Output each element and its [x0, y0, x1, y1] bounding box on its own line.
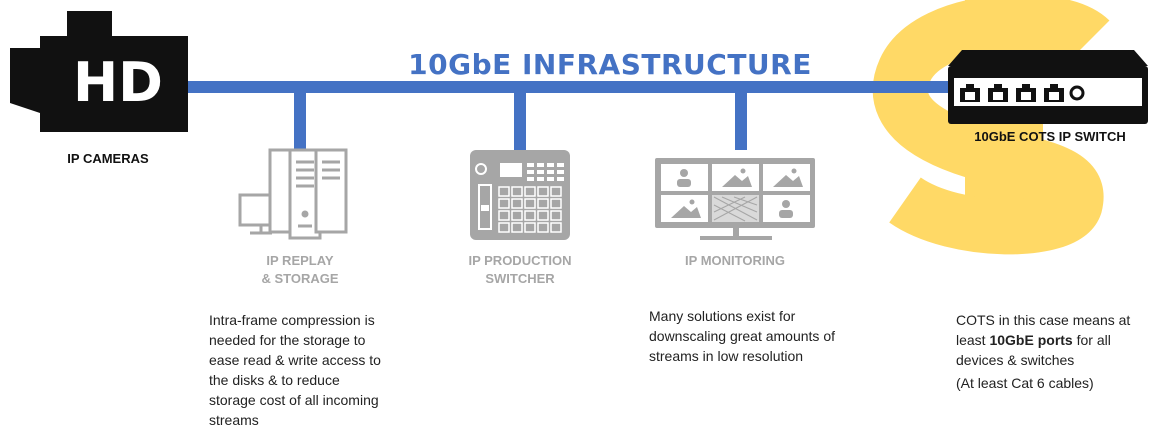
drop-line-replay: [294, 87, 306, 150]
device-label-replay-line1: IP REPLAY: [266, 253, 334, 268]
device-label-switcher-line2: SWITCHER: [485, 271, 555, 286]
infrastructure-title: 10GbE INFRASTRUCTURE: [408, 48, 812, 81]
cots-note-text-post: for all devices & switches: [956, 332, 1111, 368]
ip-switch-icon: [948, 50, 1148, 124]
network-backbone-line: [185, 81, 950, 93]
hd-text: HD: [73, 51, 163, 114]
hd-camera-icon: HD: [10, 11, 188, 132]
replay-note: Intra-frame compression is needed for th…: [209, 312, 381, 428]
drop-line-switcher: [514, 87, 526, 150]
replay-storage-icon: [238, 148, 348, 240]
monitoring-note: Many solutions exist for downscaling gre…: [649, 308, 835, 364]
monitoring-icon: [655, 158, 815, 240]
ip-cameras-label: IP CAMERAS: [67, 151, 149, 166]
device-label-switcher-line1: IP PRODUCTION: [468, 253, 572, 268]
drop-line-monitoring: [735, 87, 747, 150]
device-label-replay-line2: & STORAGE: [261, 271, 339, 286]
cables-note: (At least Cat 6 cables): [956, 375, 1094, 391]
cots-note-bold: 10GbE ports: [989, 332, 1073, 348]
device-label-switcher: IP PRODUCTION SWITCHER: [430, 252, 610, 288]
device-label-monitoring-line1: IP MONITORING: [685, 253, 785, 268]
cots-note-text-pre: COTS in this case means at least: [956, 312, 1131, 348]
ip-switch-label: 10GbE COTS IP SWITCH: [974, 129, 1126, 144]
device-label-replay: IP REPLAY & STORAGE: [210, 252, 390, 288]
device-label-monitoring: IP MONITORING: [645, 252, 825, 270]
production-switcher-icon: [470, 150, 570, 240]
cots-note: COTS in this case means at least 10GbE p…: [956, 310, 1146, 370]
